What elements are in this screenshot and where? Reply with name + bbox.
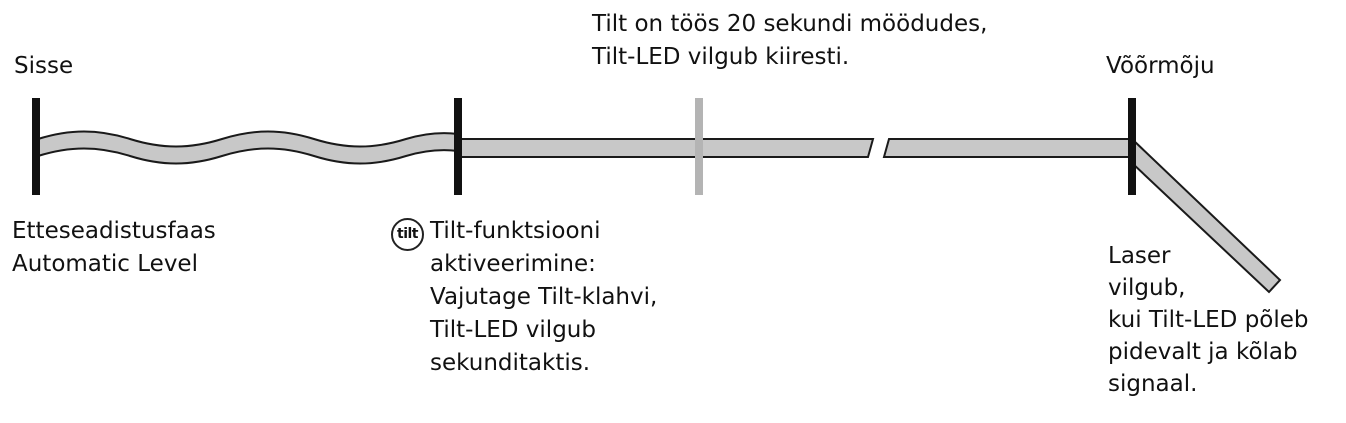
laser-result-line-2: vilgub, bbox=[1108, 275, 1186, 301]
marker-interference bbox=[1128, 98, 1136, 195]
band-segment-2 bbox=[882, 138, 1133, 158]
marker-tilt-active bbox=[695, 98, 703, 195]
laser-result-label: Laser vilgub, kui Tilt-LED põleb pideval… bbox=[1108, 240, 1309, 400]
tilt-activation-line-3: Vajutage Tilt-klahvi, bbox=[430, 284, 658, 310]
tilt-button-icon: tilt bbox=[391, 218, 424, 251]
tilt-activation-line-4: Tilt-LED vilgub bbox=[430, 317, 596, 343]
tilt-activation-line-5: sekunditaktis. bbox=[430, 350, 591, 376]
tilt-activation-line-1: Tilt-funktsiooni bbox=[430, 218, 601, 244]
marker-tilt-activation bbox=[454, 98, 462, 195]
power-on-label: Sisse bbox=[14, 53, 74, 79]
marker-power-on bbox=[32, 98, 40, 195]
tilt-active-line-1: Tilt on töös 20 sekundi möödudes, bbox=[592, 11, 988, 37]
laser-result-line-1: Laser bbox=[1108, 243, 1171, 269]
tilt-active-line-2: Tilt-LED vilgub kiiresti. bbox=[592, 44, 850, 70]
setup-phase-line-1: Etteseadistusfaas bbox=[12, 218, 216, 244]
laser-result-line-5: signaal. bbox=[1108, 371, 1198, 397]
tilt-active-label: Tilt on töös 20 sekundi möödudes, Tilt-L… bbox=[592, 8, 987, 74]
setup-phase-label: Etteseadistusfaas Automatic Level bbox=[12, 215, 216, 281]
tilt-activation-line-2: aktiveerimine: bbox=[430, 251, 596, 277]
interference-label: Võõrmõju bbox=[1106, 53, 1215, 79]
laser-result-line-4: pidevalt ja kõlab bbox=[1108, 339, 1298, 365]
tilt-activation-label: Tilt-funktsiooni aktiveerimine: Vajutage… bbox=[430, 215, 657, 380]
laser-result-line-3: kui Tilt-LED põleb bbox=[1108, 307, 1309, 333]
setup-phase-line-2: Automatic Level bbox=[12, 251, 198, 277]
wavy-band-setup bbox=[37, 130, 459, 165]
band-segment-1 bbox=[457, 138, 875, 158]
